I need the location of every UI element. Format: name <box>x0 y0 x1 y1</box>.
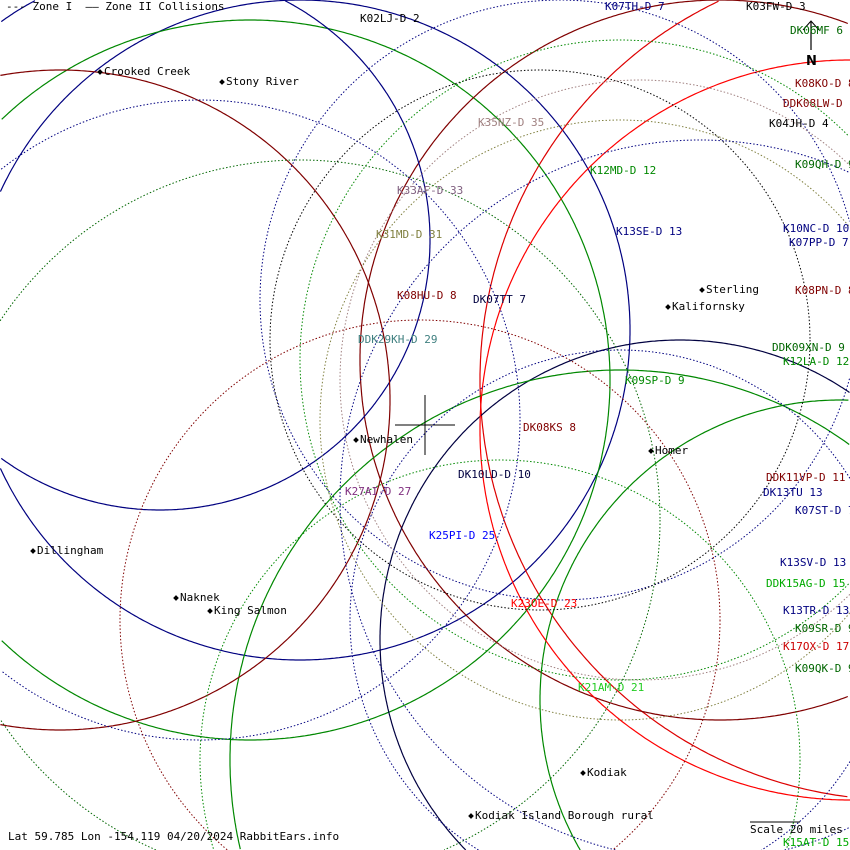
contour-dk10ld <box>379 339 850 850</box>
station-label[interactable]: K25PI-D 25 <box>429 529 496 542</box>
zone1-contour <box>199 459 801 849</box>
place-name: Stony River <box>226 75 299 88</box>
place-marker: Kalifornsky <box>665 300 745 313</box>
legend-zone1: --- Zone I <box>6 0 73 13</box>
station-label[interactable]: K07PP-D 7 <box>789 236 849 249</box>
contour-k09sp <box>229 369 850 850</box>
station-label[interactable]: K15AT-D 15 <box>783 836 850 849</box>
station-label[interactable]: K09SR-D 9 <box>795 622 850 635</box>
place-name: Kodiak Island Borough rural <box>475 809 654 822</box>
footer-coords: Lat 59.785 Lon -154.119 04/20/2024 Rabbi… <box>8 830 340 843</box>
place-name: Crooked Creek <box>104 65 191 78</box>
station-label[interactable]: K12MD-D 12 <box>590 164 657 177</box>
station-label[interactable]: K02LJ-D 2 <box>360 12 420 25</box>
station-label[interactable]: DK13TU 13 <box>763 486 823 499</box>
station-label[interactable]: K21AM-D 21 <box>578 681 645 694</box>
legend-zone2: —— Zone II Collisions <box>85 0 225 13</box>
station-label[interactable]: K04JH-D 4 <box>769 117 829 130</box>
contour-dk08ks <box>539 399 849 850</box>
station-label[interactable]: DK08KS 8 <box>523 421 576 434</box>
station-label[interactable]: DDK15AG-D 15 <box>766 577 846 590</box>
place-marker: King Salmon <box>207 604 287 617</box>
place-marker: Kodiak Island Borough rural <box>468 809 654 822</box>
contour-k08ko <box>359 0 849 721</box>
place-name: Sterling <box>706 283 759 296</box>
station-label[interactable]: DDK11VP-D 11 <box>766 471 846 484</box>
station-label[interactable]: K13SE-D 13 <box>616 225 683 238</box>
place-marker: Homer <box>648 444 689 457</box>
station-label[interactable]: DK06MF 6 <box>790 24 843 37</box>
zone1-contour <box>259 0 850 601</box>
zone1-contour <box>339 139 849 850</box>
station-label[interactable]: K13SV-D 13 <box>780 556 847 569</box>
place-dot-icon <box>580 770 586 776</box>
station-label[interactable]: DK10LD-D 10 <box>458 468 531 481</box>
place-name: Dillingham <box>37 544 104 557</box>
scale-label: Scale 20 miles <box>750 823 843 836</box>
place-name: Kodiak <box>587 766 627 779</box>
north-arrow-head <box>802 20 820 31</box>
place-dot-icon <box>353 437 359 443</box>
station-label[interactable]: K27AI-D 27 <box>345 485 412 498</box>
place-name: Naknek <box>180 591 220 604</box>
place-name: Homer <box>655 444 689 457</box>
station-label[interactable]: K03FW-D 3 <box>746 0 806 13</box>
place-dot-icon <box>468 813 474 819</box>
station-label[interactable]: K08KO-D 8 <box>795 77 850 90</box>
place-dot-icon <box>173 595 179 601</box>
station-label[interactable]: K13TR-D 13 <box>783 604 850 617</box>
station-label[interactable]: K33AF-D 33 <box>397 184 464 197</box>
station-label[interactable]: K09QK-D 9 <box>795 662 850 675</box>
station-label[interactable]: K08PN-D 8 <box>795 284 850 297</box>
place-dot-icon <box>97 69 103 75</box>
place-dot-icon <box>207 608 213 614</box>
place-marker: Newhalen <box>353 433 413 446</box>
zone1-contour <box>119 319 721 850</box>
station-label[interactable]: K17OX-D 17 <box>783 640 850 653</box>
place-marker: Dillingham <box>30 544 104 557</box>
place-marker: Sterling <box>699 283 759 296</box>
contour-k03fw <box>479 0 848 798</box>
contour-k23oe <box>479 59 850 801</box>
station-label[interactable]: K35NZ-D 35 <box>478 116 545 129</box>
zone1-contour <box>319 119 850 721</box>
contour-k12md <box>1 19 611 741</box>
place-dot-icon <box>30 548 36 554</box>
place-dot-icon <box>665 304 671 310</box>
place-marker: Stony River <box>219 75 299 88</box>
place-dot-icon <box>648 448 654 454</box>
legend: --- Zone I —— Zone II Collisions <box>6 1 225 13</box>
station-label[interactable]: K12LA-D 12 <box>783 355 850 368</box>
station-label[interactable]: DDK08LW-D 8 <box>783 97 850 110</box>
zone1-contour <box>269 69 811 611</box>
place-marker: Naknek <box>173 591 220 604</box>
place-name: King Salmon <box>214 604 287 617</box>
zone1-contour <box>0 159 661 850</box>
station-label[interactable]: K07ST-D 7 <box>795 504 850 517</box>
place-dot-icon <box>219 79 225 85</box>
station-label[interactable]: K09QH-D 9 <box>795 158 850 171</box>
station-label[interactable]: K10NC-D 10 <box>783 222 850 235</box>
north-label: N <box>806 54 817 69</box>
zone1-contour <box>349 349 850 850</box>
station-label[interactable]: K08HU-D 8 <box>397 289 457 302</box>
place-marker: Kodiak <box>580 766 627 779</box>
station-label[interactable]: DK07TT 7 <box>473 293 526 306</box>
station-label[interactable]: K23OE-D 23 <box>511 597 578 610</box>
place-name: Kalifornsky <box>672 300 745 313</box>
station-label[interactable]: K31MD-D 31 <box>376 228 443 241</box>
place-marker: Crooked Creek <box>97 65 191 78</box>
station-label[interactable]: K07TH-D 7 <box>605 0 665 13</box>
place-name: Newhalen <box>360 433 413 446</box>
station-label[interactable]: DDK09XN-D 9 <box>772 341 845 354</box>
contour-west-maroon <box>0 69 391 731</box>
contour-west-navy <box>0 0 431 511</box>
station-label[interactable]: K09SP-D 9 <box>625 374 685 387</box>
zone1-contour <box>0 99 521 741</box>
station-label[interactable]: DDK29KH-D 29 <box>358 333 438 346</box>
zone1-contour <box>339 79 850 681</box>
place-dot-icon <box>699 287 705 293</box>
